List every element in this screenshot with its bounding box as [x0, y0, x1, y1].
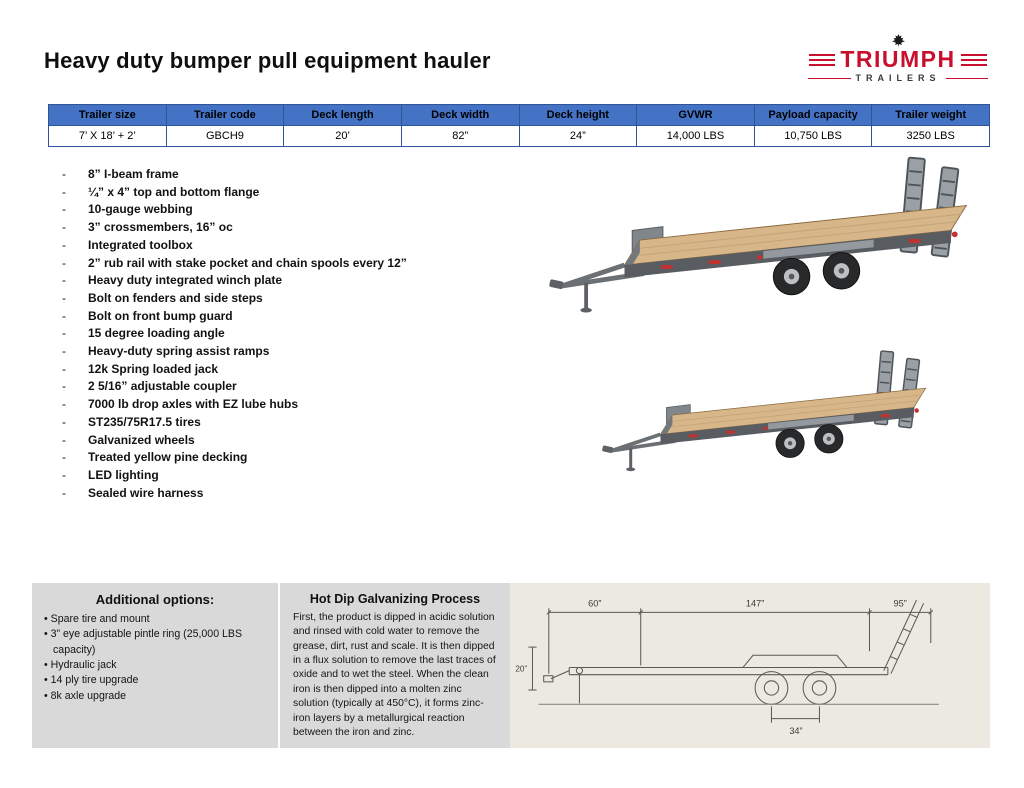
dim-label-axles: 34”: [789, 726, 802, 736]
dimension-drawing-section: 60” 147” 95” 20” 34”: [510, 583, 990, 748]
spec-table-value-cell: 24”: [518, 125, 638, 147]
brand-subtitle: TRAILERS: [808, 73, 988, 83]
features-list: 8” I-beam frame¼” x 4” top and bottom fl…: [62, 166, 507, 502]
feature-item: Bolt on front bump guard: [62, 308, 507, 326]
brand-row: TRIUMPH: [808, 48, 988, 71]
feature-item: Integrated toolbox: [62, 237, 507, 255]
feature-item: Heavy duty integrated winch plate: [62, 272, 507, 290]
spec-table-header-cell: Trailer weight: [871, 104, 990, 126]
feature-item: 3” crossmembers, 16” oc: [62, 219, 507, 237]
feature-item: 8” I-beam frame: [62, 166, 507, 184]
feature-item: 10-gauge webbing: [62, 201, 507, 219]
feature-item: ¼” x 4” top and bottom flange: [62, 184, 507, 202]
spec-table-header-cell: Deck width: [400, 104, 520, 126]
spec-table-header-cell: Deck height: [518, 104, 638, 126]
galvanizing-title: Hot Dip Galvanizing Process: [309, 592, 481, 606]
speed-lines-left-icon: [809, 53, 836, 66]
feature-item: ST235/75R17.5 tires: [62, 414, 507, 432]
spec-table-header-cell: Payload capacity: [753, 104, 873, 126]
trailer-render-bottom: [528, 342, 994, 494]
spec-table-value-cell: 14,000 LBS: [636, 125, 755, 147]
dim-label-deck: 147”: [746, 598, 764, 608]
additional-options-list: Spare tire and mount3” eye adjustable pi…: [42, 612, 268, 704]
feature-item: 15 degree loading angle: [62, 325, 507, 343]
option-item: 3” eye adjustable pintle ring (25,000 LB…: [42, 627, 268, 658]
spec-table-header-cell: Trailer size: [48, 104, 167, 126]
galvanizing-body: First, the product is dipped in acidic s…: [293, 612, 496, 738]
bottom-panel: Additional options: Spare tire and mount…: [32, 583, 990, 748]
page-title: Heavy duty bumper pull equipment hauler: [44, 48, 491, 73]
feature-item: LED lighting: [62, 467, 507, 485]
option-item: Hydraulic jack: [42, 658, 268, 673]
feature-item: Bolt on fenders and side steps: [62, 290, 507, 308]
spec-table-header-cell: GVWR: [636, 104, 755, 126]
additional-options-title: Additional options:: [95, 592, 215, 607]
trailer-render-top: [502, 146, 1012, 338]
trailer-dimension-drawing: 60” 147” 95” 20” 34”: [515, 598, 939, 736]
feature-item: Sealed wire harness: [62, 485, 507, 503]
triumph-logo: TRIUMPH TRAILERS: [808, 34, 988, 83]
option-item: 14 ply tire upgrade: [42, 673, 268, 688]
spec-table-header-cell: Trailer code: [165, 104, 285, 126]
spec-table-value-cell: 10,750 LBS: [753, 125, 873, 147]
speed-lines-right-icon: [960, 53, 987, 66]
feature-item: Heavy-duty spring assist ramps: [62, 343, 507, 361]
feature-item: 7000 lb drop axles with EZ lube hubs: [62, 396, 507, 414]
spec-table-value-cell: 20’: [283, 125, 402, 147]
feature-item: Galvanized wheels: [62, 432, 507, 450]
spec-table-value-cell: GBCH9: [165, 125, 285, 147]
dim-label-height: 20”: [515, 665, 527, 674]
galvanizing-section: Hot Dip Galvanizing Process First, the p…: [278, 583, 510, 748]
spec-table-value-cell: 3250 LBS: [871, 125, 990, 147]
brand-name: TRIUMPH: [840, 46, 956, 72]
feature-item: 12k Spring loaded jack: [62, 361, 507, 379]
feature-item: Treated yellow pine decking: [62, 449, 507, 467]
option-item: 8k axle upgrade: [42, 689, 268, 704]
option-item: Spare tire and mount: [42, 612, 268, 627]
feature-item: 2” rub rail with stake pocket and chain …: [62, 255, 507, 273]
feature-item: 2 5/16” adjustable coupler: [62, 378, 507, 396]
dim-label-rear: 95”: [893, 598, 906, 608]
spec-table-value-cell: 82”: [400, 125, 520, 147]
dim-label-front: 60”: [588, 598, 601, 608]
maple-leaf-icon: [891, 34, 905, 47]
spec-table-header-cell: Deck length: [283, 104, 402, 126]
spec-table-value-cell: 7’ X 18’ + 2’: [48, 125, 167, 147]
trailer-renders: [502, 146, 1016, 494]
additional-options-section: Additional options: Spare tire and mount…: [32, 583, 278, 748]
